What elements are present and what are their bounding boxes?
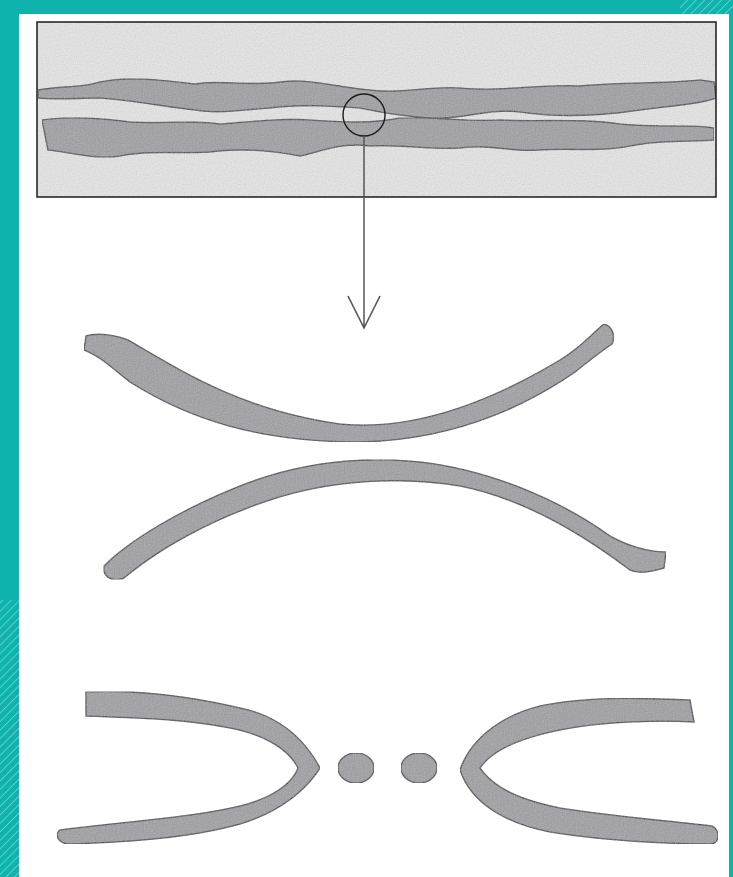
frame-hatch-top-right <box>680 0 733 14</box>
debris-particle-1 <box>338 753 374 783</box>
frame-hatch-left <box>0 600 22 877</box>
debris-particle-2 <box>401 753 437 783</box>
cross-section-panel <box>37 22 716 197</box>
